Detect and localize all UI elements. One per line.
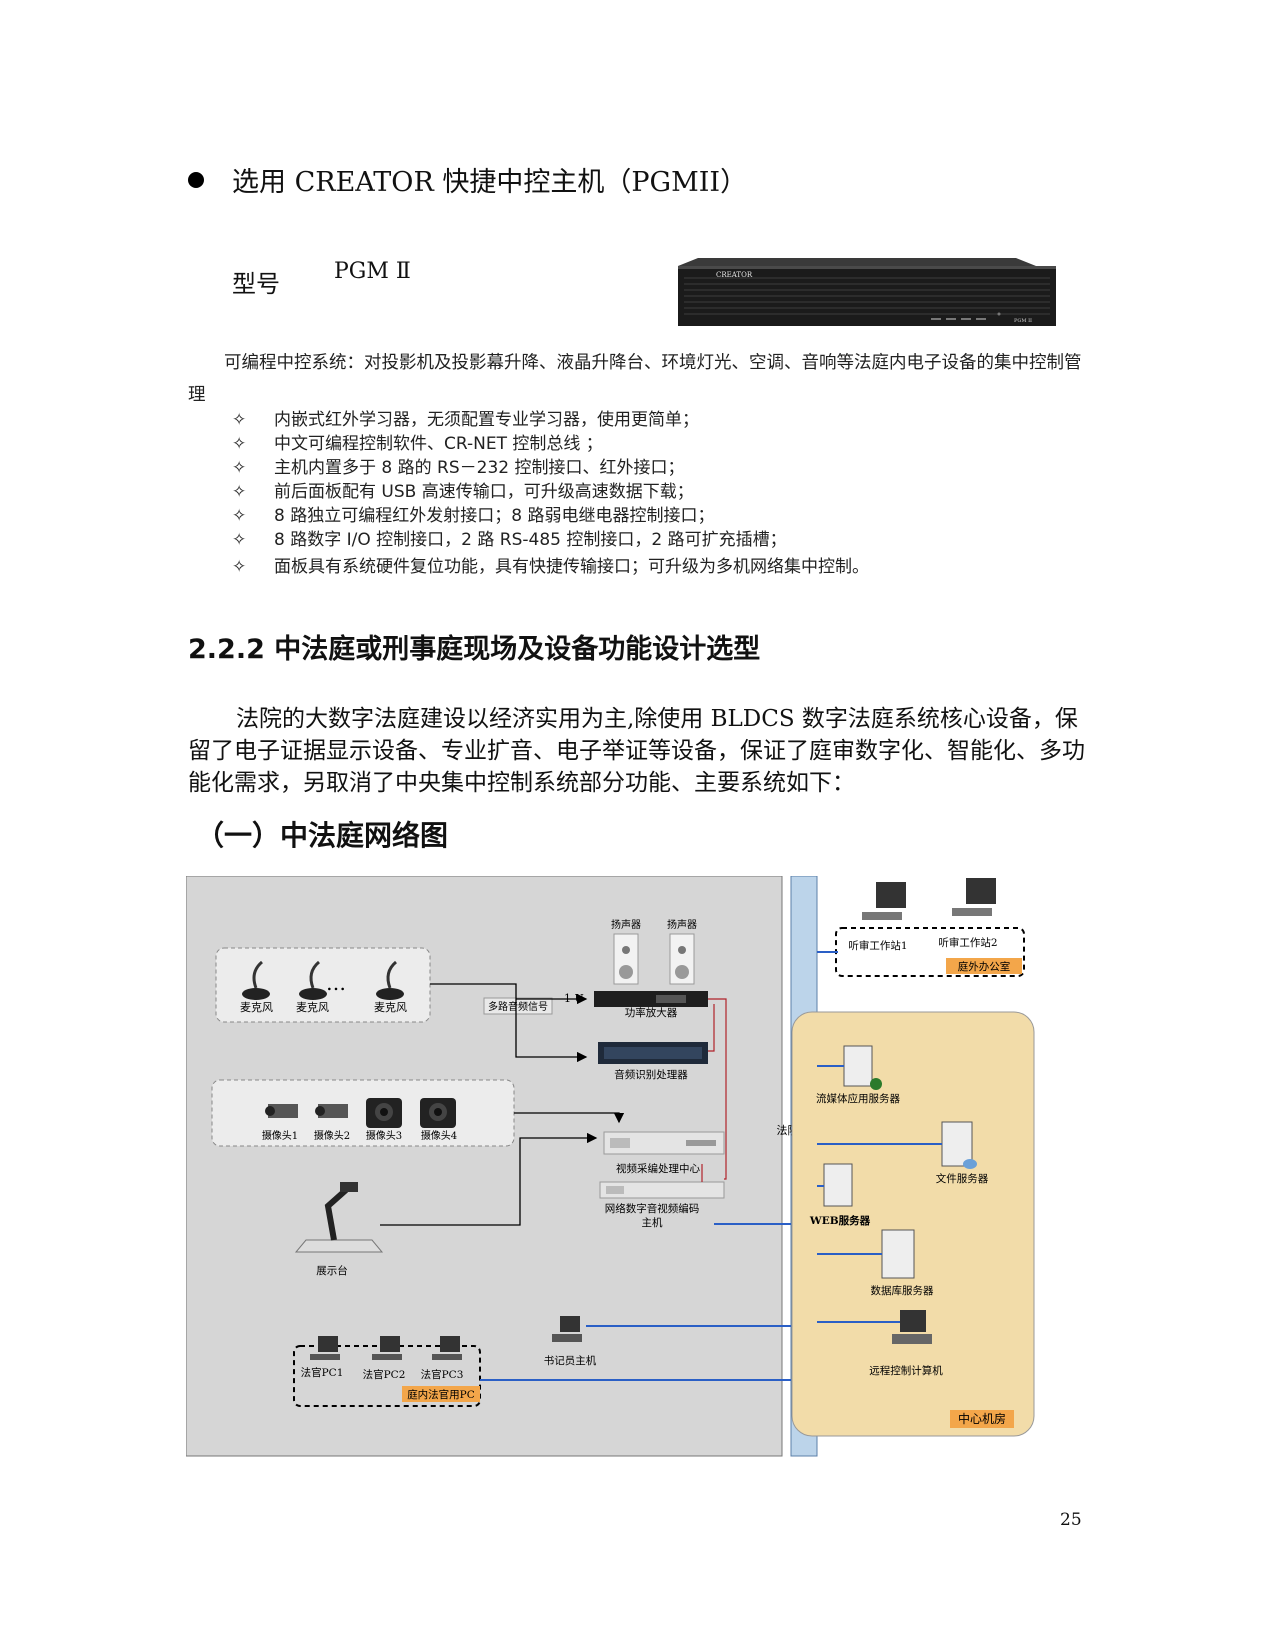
file-server-label: 文件服务器 bbox=[936, 1172, 989, 1185]
workstation-icon bbox=[952, 878, 996, 916]
remote-pc-label: 远程控制计算机 bbox=[869, 1364, 943, 1377]
ptz-camera-icon bbox=[420, 1098, 456, 1128]
judge-pc-label: 法官PC1 bbox=[301, 1366, 344, 1379]
microphone-icon bbox=[376, 960, 404, 1000]
star-bullet-icon: ✧ bbox=[232, 530, 247, 550]
amplifier-label: 功率放大器 bbox=[625, 1006, 678, 1019]
speaker-label: 扬声器 bbox=[611, 918, 641, 931]
encoder-device bbox=[599, 1181, 725, 1199]
device-model: PGM II bbox=[1014, 318, 1032, 324]
database-server-label: 数据库服务器 bbox=[871, 1284, 934, 1297]
encoder-label-2: 主机 bbox=[642, 1216, 663, 1229]
speaker-icon bbox=[613, 933, 639, 985]
multi-audio-box bbox=[483, 997, 553, 1015]
office-tag bbox=[946, 958, 1022, 974]
multi-audio-label: 多路音频信号 bbox=[488, 1000, 548, 1013]
microphone-group bbox=[215, 947, 431, 1023]
video-center-device bbox=[603, 1131, 725, 1155]
camera-label: 摄像头4 bbox=[421, 1129, 457, 1142]
judge-pc-icon bbox=[372, 1336, 402, 1360]
presenter-icon bbox=[294, 1182, 384, 1253]
workstation-icon bbox=[862, 882, 906, 920]
feature-item: ✧前后面板配有 USB 高速传输口，可升级高速数据下载； bbox=[232, 482, 694, 502]
speaker-label: 扬声器 bbox=[667, 918, 697, 931]
body-paragraph: 法院的大数字法庭建设以经济实用为主,除使用 BLDCS 数字法庭系统核心设备，保… bbox=[188, 706, 1085, 796]
camera-icon bbox=[315, 1104, 348, 1118]
product-heading: 选用 CREATOR 快捷中控主机（PGMII） bbox=[232, 167, 748, 198]
microphone-icon bbox=[299, 960, 327, 1000]
streaming-server-label: 流媒体应用服务器 bbox=[816, 1092, 900, 1105]
ptz-camera-icon bbox=[366, 1098, 402, 1128]
judge-pc-label: 法官PC3 bbox=[421, 1368, 464, 1381]
creator-pgm-device-image: CREATOR PGM II bbox=[678, 258, 1056, 326]
feature-item: ✧面板具有系统硬件复位功能，具有快捷传输接口；可升级为多机网络集中控制。 bbox=[232, 557, 869, 577]
presenter-label: 展示台 bbox=[316, 1264, 348, 1277]
judge-group-label: 庭内法官用PC bbox=[407, 1388, 475, 1401]
court-network-diagram: 法院局域网 … 麦克风 麦克风 麦克风 扬声器 扬声器 功率放大器 1 U 多路… bbox=[186, 876, 1035, 1457]
microphone-icon bbox=[242, 960, 270, 1000]
amplifier-device bbox=[594, 991, 708, 1007]
office-label: 庭外办公室 bbox=[958, 960, 1011, 973]
intro-paragraph: 可编程中控系统：对投影机及投影幕升降、液晶升降台、环境灯光、空调、音响等法庭内电… bbox=[188, 353, 1082, 405]
feature-item: ✧8 路数字 I/O 控制接口，2 路 RS-485 控制接口，2 路可扩充插槽… bbox=[232, 530, 787, 550]
star-bullet-icon: ✧ bbox=[232, 410, 247, 430]
device-brand: CREATOR bbox=[716, 271, 753, 279]
star-bullet-icon: ✧ bbox=[232, 458, 247, 478]
bullet-dot bbox=[188, 172, 204, 188]
workstation-label: 听审工作站2 bbox=[938, 936, 997, 949]
feature-item: ✧8 路独立可编程红外发射接口；8 路弱电继电器控制接口； bbox=[232, 506, 715, 526]
camera-label: 摄像头1 bbox=[262, 1129, 298, 1142]
star-bullet-icon: ✧ bbox=[232, 482, 247, 502]
mic-ellipsis: … bbox=[326, 971, 346, 995]
star-bullet-icon: ✧ bbox=[232, 506, 247, 526]
judge-pc-icon bbox=[432, 1336, 462, 1360]
workstation-label: 听审工作站1 bbox=[848, 939, 907, 952]
remote-pc-icon bbox=[892, 1310, 932, 1344]
sub-heading: （一）中法庭网络图 bbox=[196, 819, 449, 852]
audio-processor-device bbox=[598, 1042, 708, 1064]
feature-item: ✧主机内置多于 8 路的 RS－232 控制接口、红外接口； bbox=[232, 458, 685, 478]
judge-pc-label: 法官PC2 bbox=[363, 1368, 406, 1381]
judge-group-tag bbox=[402, 1386, 480, 1402]
camera-icon bbox=[265, 1104, 298, 1118]
star-bullet-icon: ✧ bbox=[232, 434, 247, 454]
clerk-label: 书记员主机 bbox=[544, 1354, 597, 1367]
mic-label: 麦克风 bbox=[374, 1001, 407, 1014]
audio-processor-label: 音频识别处理器 bbox=[614, 1068, 688, 1081]
server-icon bbox=[823, 1163, 853, 1207]
server-icon bbox=[941, 1121, 977, 1169]
model-label: 型号 bbox=[232, 270, 280, 298]
camera-group bbox=[211, 1079, 515, 1147]
central-room bbox=[791, 1011, 1035, 1437]
video-center-label: 视频采编处理中心 bbox=[616, 1162, 700, 1175]
encoder-label-1: 网络数字音视频编码 bbox=[605, 1202, 700, 1215]
server-icon bbox=[881, 1229, 915, 1279]
mic-label: 麦克风 bbox=[296, 1001, 329, 1014]
judge-pc-group bbox=[293, 1345, 481, 1407]
judge-pc-icon bbox=[310, 1336, 340, 1360]
star-bullet-icon: ✧ bbox=[232, 557, 247, 577]
camera-label: 摄像头3 bbox=[366, 1129, 402, 1142]
center-tag bbox=[950, 1410, 1014, 1428]
center-label: 中心机房 bbox=[958, 1411, 1006, 1426]
feature-item: ✧中文可编程控制软件、CR-NET 控制总线 ； bbox=[232, 434, 603, 454]
mic-label: 麦克风 bbox=[240, 1001, 273, 1014]
page-number: 25 bbox=[1060, 1510, 1082, 1530]
web-server-label: WEB服务器 bbox=[809, 1214, 871, 1227]
section-heading: 2.2.2 中法庭或刑事庭现场及设备功能设计选型 bbox=[188, 634, 761, 665]
camera-label: 摄像头2 bbox=[314, 1129, 350, 1142]
server-icon bbox=[843, 1045, 882, 1090]
clerk-pc-icon bbox=[552, 1316, 582, 1342]
model-value: PGM Ⅱ bbox=[334, 259, 411, 284]
speaker-icon bbox=[669, 933, 695, 985]
feature-item: ✧内嵌式红外学习器，无须配置专业学习器，使用更简单； bbox=[232, 410, 699, 430]
